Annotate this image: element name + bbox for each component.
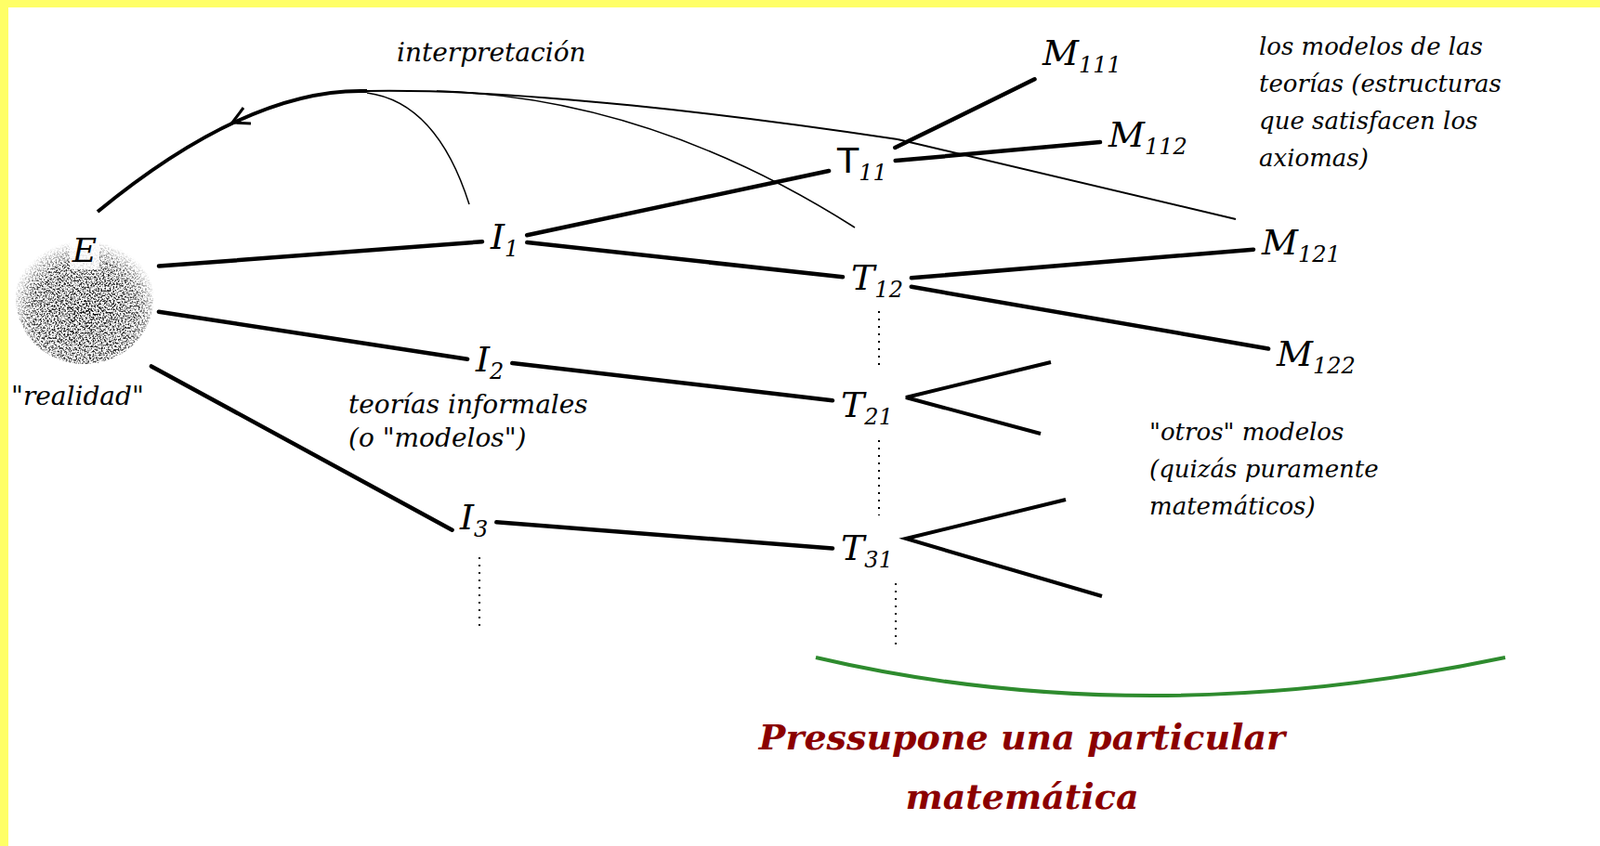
term-node: T21 bbox=[837, 384, 897, 433]
branch-line bbox=[905, 499, 1102, 597]
annotation: interpretación bbox=[394, 37, 589, 68]
border-strip bbox=[0, 0, 9, 846]
dotted-line bbox=[878, 311, 880, 370]
term-node: M122 bbox=[1272, 333, 1360, 381]
dotted-line bbox=[894, 583, 897, 651]
term-node: T12 bbox=[847, 257, 907, 305]
term-subscript: 112 bbox=[1144, 133, 1188, 160]
interpretation-line bbox=[436, 91, 855, 228]
dotted-line bbox=[478, 557, 481, 628]
term-node: M112 bbox=[1104, 114, 1192, 162]
term-subscript: 11 bbox=[858, 159, 888, 186]
term-node: M121 bbox=[1258, 222, 1345, 270]
connector bbox=[526, 242, 843, 277]
annotation: "otros" modelos (quizás puramente matemá… bbox=[1147, 413, 1421, 525]
term-letter: E bbox=[69, 232, 100, 270]
connector bbox=[158, 241, 483, 266]
term-node: I3 bbox=[456, 497, 492, 545]
interpretation-arc bbox=[367, 91, 898, 140]
term-letter: T bbox=[837, 140, 859, 182]
term-letter: I bbox=[490, 216, 505, 258]
term-node: M111 bbox=[1038, 32, 1126, 80]
term-node: T11 bbox=[833, 140, 892, 188]
term-letter: M bbox=[1276, 333, 1313, 375]
term-node: T31 bbox=[837, 527, 897, 576]
term-subscript: 21 bbox=[864, 404, 893, 431]
arrow-mark bbox=[232, 107, 251, 124]
term-subscript: 111 bbox=[1078, 52, 1122, 79]
term-letter: T bbox=[840, 527, 865, 569]
annotation: Pressupone una particular matemática bbox=[685, 708, 1359, 827]
term-letter: I bbox=[475, 339, 490, 381]
connector bbox=[911, 287, 1269, 350]
interpretation-line bbox=[367, 92, 470, 205]
connector bbox=[911, 249, 1254, 279]
term-letter: M bbox=[1042, 32, 1079, 74]
connector bbox=[895, 142, 1101, 161]
term-subscript: 2 bbox=[489, 358, 504, 385]
connector bbox=[894, 78, 1035, 148]
term-node: I2 bbox=[472, 339, 508, 387]
term-subscript: 122 bbox=[1312, 353, 1356, 380]
connector bbox=[496, 522, 833, 549]
annotation: "realidad" bbox=[9, 380, 146, 412]
term-letter: M bbox=[1261, 222, 1299, 263]
connector bbox=[158, 312, 468, 360]
term-subscript: 12 bbox=[874, 276, 904, 303]
brace-curve bbox=[815, 657, 1506, 696]
term-subscript: 3 bbox=[473, 516, 488, 543]
branch-line bbox=[905, 362, 1051, 434]
term-letter: T bbox=[851, 257, 875, 299]
term-subscript: 121 bbox=[1298, 241, 1341, 268]
border-strip bbox=[0, 0, 1600, 8]
term-node: E bbox=[14, 224, 155, 365]
term-subscript: 1 bbox=[504, 236, 519, 263]
term-node: I1 bbox=[486, 216, 523, 264]
term-subscript: 31 bbox=[864, 547, 893, 574]
term-letter: T bbox=[840, 384, 865, 426]
term-letter: M bbox=[1108, 114, 1145, 156]
annotation: teorías informales (o "modelos") bbox=[346, 388, 607, 456]
term-letter: I bbox=[459, 497, 474, 538]
interpretation-arc bbox=[97, 91, 368, 212]
dotted-line bbox=[878, 440, 880, 516]
annotation: los modelos de las teorías (estructuras … bbox=[1257, 27, 1531, 177]
connector bbox=[526, 170, 829, 236]
